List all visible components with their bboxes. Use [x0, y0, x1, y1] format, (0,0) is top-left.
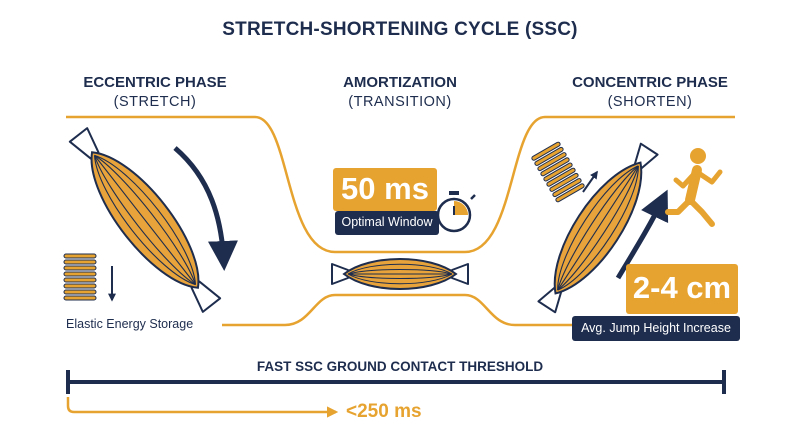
threshold-label: FAST SSC GROUND CONTACT THRESHOLD: [256, 359, 544, 374]
spring-icon: [531, 141, 585, 203]
height-box: [626, 264, 738, 314]
muscle-icon: [68, 127, 222, 313]
phase-sub-eccentric: (STRETCH): [113, 94, 197, 110]
runner-icon: [665, 148, 723, 227]
muscle-icon: [331, 258, 469, 290]
height-badge: [572, 316, 740, 341]
threshold-limit: <250 ms: [346, 401, 422, 422]
phase-title-amortization: AMORTIZATION: [343, 74, 457, 91]
amortization-badge-label: Optimal Window: [341, 215, 433, 229]
time-box: [333, 168, 437, 211]
eccentric-caption: Elastic Energy Storage: [66, 317, 194, 331]
spring-icon: [63, 253, 97, 301]
phase-title-eccentric: ECCENTRIC PHASE: [83, 74, 227, 91]
muscle-icon: [537, 142, 659, 314]
jump-arrow-icon: [615, 189, 669, 280]
page-title: STRETCH-SHORTENING CYCLE (SSC): [222, 19, 578, 40]
threshold-limit-arrow: [66, 397, 339, 418]
stopwatch-icon: [436, 191, 476, 233]
window-badge: [335, 211, 439, 235]
stretch-arrow-icon: [173, 146, 238, 271]
concentric-badge-label: Avg. Jump Height Increase: [581, 321, 731, 335]
phase-sub-concentric: (SHORTEN): [607, 94, 693, 110]
phase-flow-line-top: [66, 115, 735, 254]
phase-title-concentric: CONCENTRIC PHASE: [572, 74, 728, 91]
phase-sub-amortization: (TRANSITION): [348, 94, 452, 110]
phase-flow-line-bottom: [222, 293, 580, 327]
release-arrow-icon: [582, 170, 598, 193]
concentric-value: 2-4 cm: [632, 270, 732, 305]
amortization-time: 50 ms: [341, 171, 429, 206]
